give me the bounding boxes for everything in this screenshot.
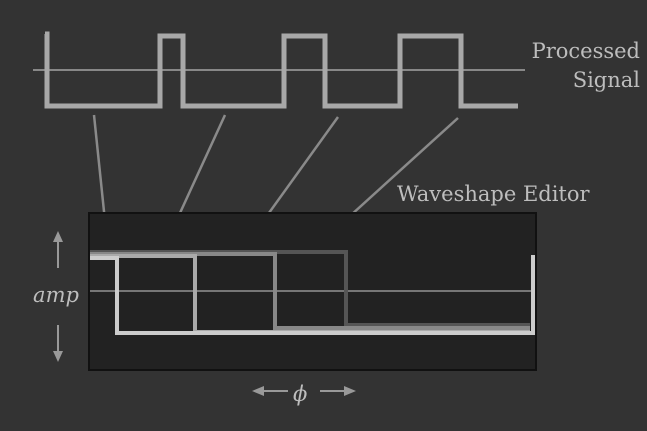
processed-signal-label-1: Processed xyxy=(532,39,640,63)
amp-up-arrow-head-icon xyxy=(53,231,63,242)
processed-signal-label-2: Signal xyxy=(573,68,641,92)
editor-wave-1 xyxy=(90,255,535,335)
amp-down-arrow-head-icon xyxy=(53,351,63,362)
phase-right-arrow-head-icon xyxy=(344,386,356,396)
amp-label: amp xyxy=(33,283,79,307)
waveshape-editor-label: Waveshape Editor xyxy=(397,182,591,206)
phase-label: ϕ xyxy=(293,382,307,406)
processed-signal-wave xyxy=(44,31,518,109)
phase-left-arrow-head-icon xyxy=(252,386,264,396)
